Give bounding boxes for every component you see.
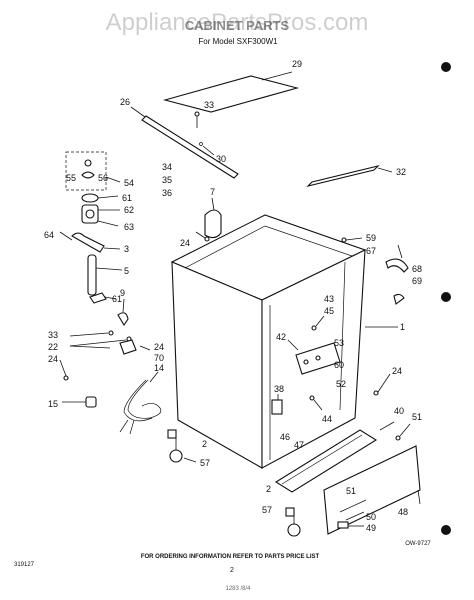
strip-32 (306, 165, 393, 187)
label-32: 32 (396, 167, 406, 177)
screw-33 (194, 111, 200, 128)
bottom-scribble: 1283 /8/4 (225, 586, 251, 592)
screw-24-right (373, 373, 391, 396)
label-49: 49 (366, 523, 376, 533)
motor-assembly (81, 193, 120, 227)
assembly-54-56 (65, 151, 121, 191)
label-61b: 61 (112, 294, 122, 304)
power-cord-14 (119, 371, 162, 435)
label-56: 56 (98, 173, 108, 183)
part-labels: 29 26 33 30 32 55 56 54 34 35 36 7 61 62… (44, 59, 422, 533)
label-9: 9 (120, 288, 125, 298)
label-68: 68 (412, 264, 422, 274)
label-34: 34 (162, 162, 172, 172)
top-panel (162, 71, 300, 113)
bracket-22 (69, 330, 151, 355)
label-24-top: 24 (180, 238, 190, 248)
label-3: 3 (124, 244, 129, 254)
binder-hole-icon (441, 525, 451, 535)
part-5 (87, 254, 123, 296)
handle-68 (385, 244, 409, 305)
label-33: 33 (204, 100, 214, 110)
caster-57-rear (285, 507, 301, 537)
label-67: 67 (366, 246, 376, 256)
label-22: 22 (48, 342, 58, 352)
label-42: 42 (276, 332, 286, 342)
label-40: 40 (394, 406, 404, 416)
label-51b: 51 (346, 486, 356, 496)
label-55: 55 (66, 173, 76, 183)
label-63: 63 (124, 222, 134, 232)
label-24-left: 24 (48, 354, 58, 364)
label-48: 48 (398, 507, 408, 517)
label-14: 14 (154, 363, 164, 373)
switch-38 (271, 394, 283, 415)
label-69: 69 (412, 276, 422, 286)
label-52: 52 (336, 379, 346, 389)
kick-panel-48 (323, 445, 421, 535)
clamp-9 (117, 298, 129, 327)
screw-44 (309, 395, 323, 411)
diagram-code: OW-9727 (405, 541, 431, 547)
document-number: 319127 (14, 562, 35, 568)
label-1: 1 (400, 322, 405, 332)
bracket-42 (287, 315, 341, 375)
label-5: 5 (124, 266, 129, 276)
label-43: 43 (324, 294, 334, 304)
screw-24-left (59, 359, 69, 381)
label-47: 47 (294, 440, 304, 450)
label-33b: 33 (48, 330, 58, 340)
label-45: 45 (324, 306, 334, 316)
clip-61 (89, 292, 117, 304)
label-51: 51 (412, 412, 422, 422)
label-57b: 57 (262, 505, 272, 515)
label-30: 30 (216, 154, 226, 164)
strip-26 (130, 106, 239, 179)
label-24-mid: 24 (154, 342, 164, 352)
screw-59 (341, 237, 363, 243)
page-number: 2 (230, 567, 234, 574)
label-29: 29 (292, 59, 302, 69)
screw-49-50 (337, 511, 365, 529)
binder-hole-icon (441, 62, 451, 72)
binder-hole-icon (441, 292, 451, 302)
label-35: 35 (162, 175, 172, 185)
label-54: 54 (124, 178, 134, 188)
label-44: 44 (322, 414, 332, 424)
screw-51 (395, 423, 411, 441)
label-57: 57 (200, 458, 210, 468)
model-subtitle: For Model SXF300W1 (198, 37, 278, 46)
ordering-note: FOR ORDERING INFORMATION REFER TO PARTS … (141, 554, 320, 560)
caster-57-front (167, 429, 197, 463)
label-26: 26 (120, 97, 130, 107)
bracket-7 (204, 197, 222, 239)
label-70: 70 (154, 353, 164, 363)
panel-40 (274, 421, 395, 493)
label-64: 64 (44, 230, 54, 240)
label-59: 59 (366, 233, 376, 243)
label-62: 62 (124, 205, 134, 215)
label-61: 61 (122, 193, 132, 203)
label-36: 36 (162, 188, 172, 198)
label-15: 15 (48, 399, 58, 409)
label-24-right: 24 (392, 366, 402, 376)
clamp-15 (62, 396, 97, 408)
bracket-3 (59, 231, 121, 253)
label-7: 7 (210, 187, 215, 197)
label-60: 60 (334, 360, 344, 370)
page-title: CABINET PARTS (185, 18, 290, 33)
label-50: 50 (366, 512, 376, 522)
label-38: 38 (274, 384, 284, 394)
label-46: 46 (280, 432, 290, 442)
label-2b: 2 (266, 484, 271, 494)
label-53: 53 (334, 338, 344, 348)
watermark: AppliancePartsPros.com (106, 9, 369, 36)
label-2: 2 (202, 439, 207, 449)
